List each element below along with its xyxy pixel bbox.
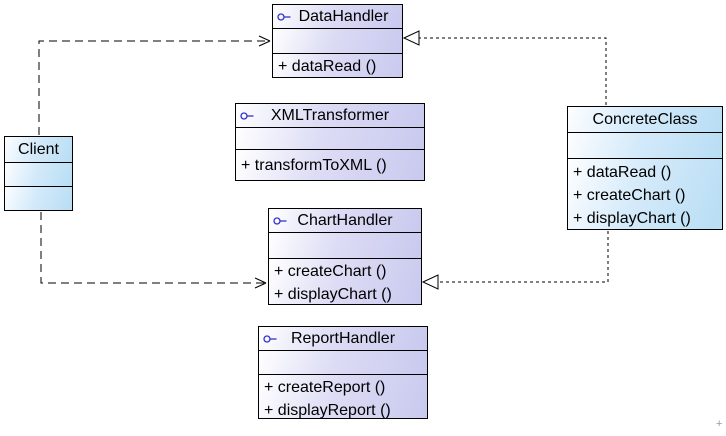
method-label: + transformToXML () xyxy=(241,157,387,174)
open-arrowhead-icon xyxy=(254,277,267,289)
class-box-reporthandler[interactable]: ReportHandler + createReport () + displa… xyxy=(258,326,428,419)
open-arrowhead-icon xyxy=(258,35,271,47)
class-title-compartment: Client xyxy=(5,137,72,162)
interface-lollipop-icon xyxy=(277,12,291,21)
method-label: + displayChart () xyxy=(573,210,691,227)
interface-lollipop-icon xyxy=(240,111,254,120)
methods-compartment: + transformToXML () xyxy=(236,149,424,180)
methods-compartment: + createChart () + displayChart () xyxy=(269,258,421,304)
methods-compartment: + createReport () + displayReport () xyxy=(259,374,427,418)
interface-lollipop-icon xyxy=(273,216,287,225)
corner-resize-artifact: + xyxy=(716,418,723,430)
method-label: + displayReport () xyxy=(264,402,391,418)
class-name: ChartHandler xyxy=(297,211,393,229)
method-label: + createChart () xyxy=(274,263,387,280)
attributes-compartment xyxy=(259,350,427,374)
attributes-compartment xyxy=(269,232,421,258)
class-name: XMLTransformer xyxy=(270,106,390,124)
method-label: + createChart () xyxy=(573,187,686,204)
methods-compartment: + dataRead () xyxy=(273,53,402,77)
method-label: + dataRead () xyxy=(278,58,377,75)
class-name: ReportHandler xyxy=(290,329,396,347)
class-title-compartment: ReportHandler xyxy=(259,327,427,350)
class-title-compartment: ConcreteClass xyxy=(568,107,722,132)
methods-compartment: + dataRead () + createChart () + display… xyxy=(568,158,722,229)
attributes-compartment xyxy=(273,28,402,53)
class-box-charthandler[interactable]: ChartHandler + createChart () + displayC… xyxy=(268,208,422,305)
hollow-triangle-icon xyxy=(402,30,420,46)
class-name: DataHandler xyxy=(298,7,389,25)
class-box-client[interactable]: Client xyxy=(4,136,73,211)
class-title-compartment: DataHandler xyxy=(273,5,402,28)
class-box-datahandler[interactable]: DataHandler + dataRead () xyxy=(272,4,403,78)
method-label: + displayChart () xyxy=(274,286,392,303)
attributes-compartment xyxy=(568,132,722,158)
realization-concreteclass-to-datahandler[interactable] xyxy=(402,30,607,105)
methods-compartment xyxy=(5,186,72,210)
interface-lollipop-icon xyxy=(263,334,277,343)
hollow-triangle-icon xyxy=(421,274,439,290)
attributes-compartment xyxy=(5,162,72,186)
class-name: ConcreteClass xyxy=(592,110,698,128)
dependency-client-to-datahandler[interactable] xyxy=(38,35,271,135)
class-box-concreteclass[interactable]: ConcreteClass + dataRead () + createChar… xyxy=(567,106,723,230)
method-label: + dataRead () xyxy=(573,164,672,181)
class-title-compartment: XMLTransformer xyxy=(236,104,424,127)
attributes-compartment xyxy=(236,127,424,149)
class-title-compartment: ChartHandler xyxy=(269,209,421,232)
realization-concreteclass-to-charthandler[interactable] xyxy=(421,231,609,290)
dependency-client-to-charthandler[interactable] xyxy=(40,212,267,289)
class-box-xmltransformer[interactable]: XMLTransformer + transformToXML () xyxy=(235,103,425,181)
method-label: + createReport () xyxy=(264,379,386,396)
class-name: Client xyxy=(18,140,59,158)
